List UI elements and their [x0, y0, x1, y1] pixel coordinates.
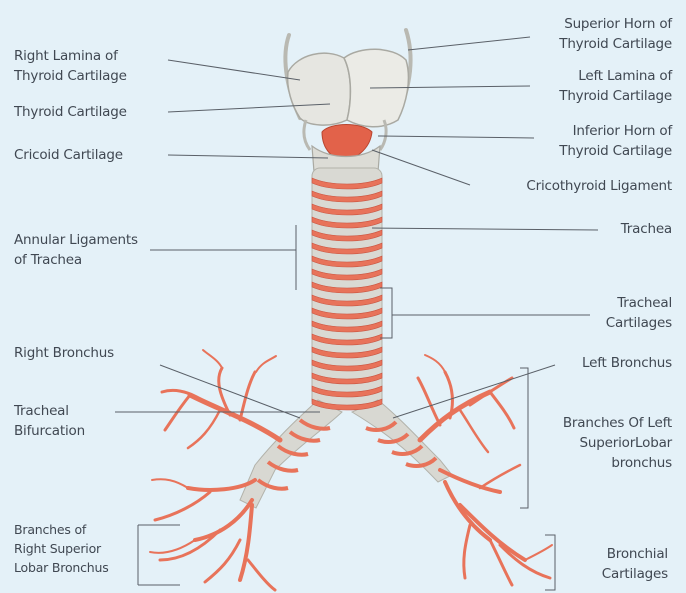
right-lamina	[288, 53, 351, 125]
inferior-horn-right	[304, 120, 310, 150]
label-cricoid-cartilage: Cricoid Cartilage	[14, 145, 123, 165]
label-left-bronchus: Left Bronchus	[582, 353, 672, 373]
label-trachea: Trachea	[621, 219, 672, 239]
label-right-bronchus: Right Bronchus	[14, 343, 114, 363]
label-thyroid-cartilage: Thyroid Cartilage	[14, 102, 127, 122]
label-cricothyroid: Cricothyroid Ligament	[526, 176, 672, 196]
left-bronchial-tree	[418, 355, 552, 585]
left-bronchus-shape	[352, 400, 452, 482]
